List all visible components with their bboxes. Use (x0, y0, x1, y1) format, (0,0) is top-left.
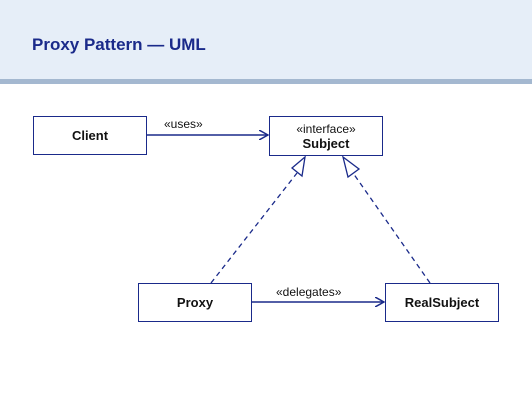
realsubject-realization-line (352, 172, 431, 284)
proxy-realization-triangle-icon (290, 155, 306, 178)
proxy-realization-line (210, 172, 298, 284)
realsubject-realization-triangle-icon (341, 155, 361, 179)
class-client[interactable]: Client (33, 116, 147, 155)
class-realsubject-name: RealSubject (404, 295, 480, 310)
uses-label: «uses» (164, 117, 203, 131)
class-subject-stereotype: «interface» (296, 121, 356, 136)
delegates-label: «delegates» (276, 285, 342, 299)
class-proxy-name: Proxy (176, 295, 214, 310)
class-proxy[interactable]: Proxy (138, 283, 252, 322)
class-realsubject[interactable]: RealSubject (385, 283, 499, 322)
header-bar: Proxy Pattern — UML (0, 0, 532, 84)
page-title: Proxy Pattern — UML (32, 35, 206, 54)
class-subject[interactable]: «interface» Subject (269, 116, 383, 156)
class-client-name: Client (71, 128, 109, 143)
class-subject-name: Subject (302, 135, 350, 151)
